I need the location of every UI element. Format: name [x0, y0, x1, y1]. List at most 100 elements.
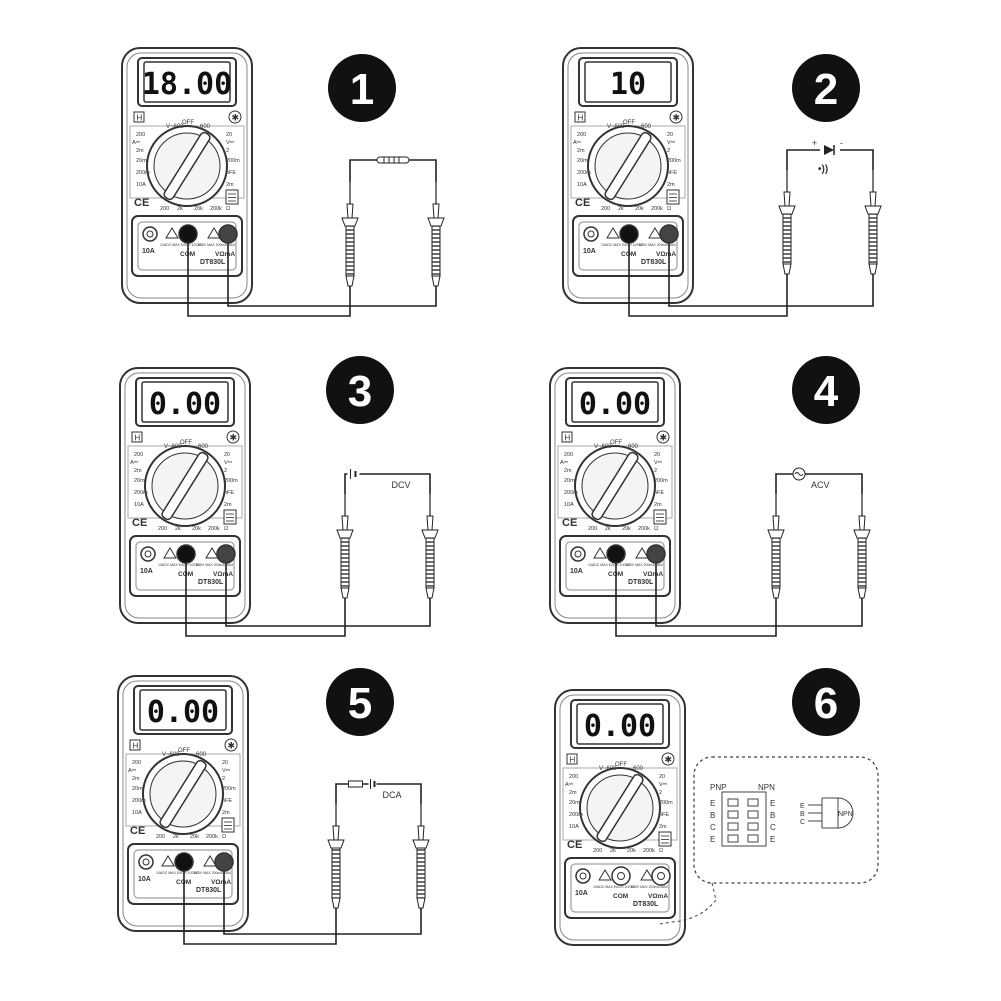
black-test-probe	[778, 170, 796, 275]
dial-label: 200k	[206, 834, 218, 840]
dial-label: 200m	[667, 158, 681, 164]
probe-collar	[341, 515, 349, 531]
socket-slot	[727, 798, 739, 807]
hold-label: H	[565, 434, 571, 443]
backlight-button[interactable]	[661, 752, 675, 766]
dial-label: Ω	[659, 848, 663, 854]
hold-button[interactable]	[561, 431, 573, 443]
jack-com[interactable]	[178, 224, 198, 244]
hold-button[interactable]	[574, 111, 586, 123]
dial-label: V⎓	[659, 782, 668, 788]
dial-label: 20	[659, 774, 665, 780]
hold-label: H	[133, 742, 139, 751]
dial-pointer[interactable]	[163, 131, 212, 201]
meter-inner-edge	[567, 52, 689, 299]
dial-pointer[interactable]	[591, 451, 640, 521]
hold-button[interactable]	[133, 111, 145, 123]
hold-button[interactable]	[566, 753, 578, 765]
device-pin-label: C	[800, 819, 805, 826]
dial-label: OFF	[623, 120, 635, 126]
ce-mark: CE	[134, 197, 149, 209]
dial-label: 600	[641, 124, 652, 130]
dial-label: 200m	[136, 170, 150, 176]
probe-tail	[345, 275, 355, 287]
probe-collar	[772, 515, 780, 531]
jack-vohm[interactable]	[659, 224, 679, 244]
jack-vohm[interactable]	[214, 852, 234, 872]
step-number: 5	[348, 679, 372, 728]
dial-label: 200k	[643, 848, 655, 854]
ce-mark: CE	[575, 197, 590, 209]
hold-button[interactable]	[131, 431, 143, 443]
jack-com[interactable]	[606, 544, 626, 564]
dial-label: 200	[593, 848, 602, 854]
dial-label: 200	[588, 526, 597, 532]
dial-label: OFF	[610, 440, 622, 446]
dial-pointer[interactable]	[159, 759, 208, 829]
fuse-note-left: 10ADC MAX EACH 10SEC	[588, 563, 631, 567]
jack-vohm[interactable]	[218, 224, 238, 244]
hold-button[interactable]	[129, 739, 141, 751]
backlight-icon: ✱	[673, 113, 681, 123]
backlight-button[interactable]	[226, 430, 240, 444]
transistor-body	[822, 797, 838, 829]
dial-label: 2m	[134, 468, 142, 474]
probe-collar	[346, 203, 354, 219]
jack-com[interactable]	[619, 224, 639, 244]
dial-label: 2m	[132, 776, 140, 782]
socket-slot	[727, 810, 739, 819]
probe-collar	[783, 191, 791, 207]
dial-label: 2m	[226, 182, 234, 188]
probe-collar	[858, 515, 866, 531]
multimeter: 0.00H✱V~600OFF600200A⎓2m20m200m10A20V⎓22…	[549, 367, 681, 624]
lcd-screen	[143, 61, 231, 103]
step-badge	[328, 54, 396, 122]
dial-label: 10A	[134, 502, 144, 508]
pin-label: C	[710, 823, 716, 832]
jack-vohm[interactable]	[216, 544, 236, 564]
meter-inner-edge	[126, 52, 248, 299]
jack-vohm[interactable]	[646, 544, 666, 564]
probe-collar	[332, 825, 340, 841]
dial-label: 200	[160, 206, 169, 212]
jack-10a-label: 10A	[138, 876, 151, 883]
probe-tail	[782, 263, 792, 275]
pin-label: E	[770, 835, 775, 844]
jack-com[interactable]	[174, 852, 194, 872]
jack-com[interactable]	[176, 544, 196, 564]
dial-pointer[interactable]	[161, 451, 210, 521]
red-test-probe	[421, 494, 439, 599]
probe-guard	[767, 529, 785, 539]
dial-label: 20k	[190, 834, 199, 840]
dial-label: 2	[654, 468, 657, 474]
dial-label: 2m	[136, 148, 144, 154]
pnp-label: PNP	[710, 783, 726, 792]
dial-label: 2m	[222, 810, 230, 816]
jack-10a-label: 10A	[140, 568, 153, 575]
dial-label: 20m	[569, 800, 580, 806]
npn-label: NPN	[758, 783, 775, 792]
backlight-button[interactable]	[669, 110, 683, 124]
jack-10a-label: 10A	[142, 248, 155, 255]
multimeter: 0.00H✱V~600OFF600200A⎓2m20m200m10A20V⎓22…	[117, 675, 249, 932]
red-test-probe	[853, 494, 871, 599]
dial-pointer[interactable]	[604, 131, 653, 201]
com-lead-wire	[628, 243, 788, 317]
jack-vohm-hole	[657, 872, 665, 880]
backlight-button[interactable]	[228, 110, 242, 124]
backlight-button[interactable]	[224, 738, 238, 752]
circuit-component: +-•))	[812, 138, 843, 175]
dial-label: 200m	[577, 170, 591, 176]
probe-guard	[864, 205, 882, 215]
jack-vohm-label: VΩmA	[643, 571, 663, 578]
socket-slot	[747, 798, 759, 807]
dial-label: 20	[222, 760, 228, 766]
backlight-button[interactable]	[656, 430, 670, 444]
dial-label: 10A	[564, 502, 574, 508]
fuse-note-left: 10ADC MAX EACH 10SEC	[156, 871, 199, 875]
dial-pointer[interactable]	[596, 773, 645, 843]
model-label: DT830L	[628, 579, 654, 586]
step-badge	[792, 54, 860, 122]
meter-inner-edge	[122, 680, 244, 927]
